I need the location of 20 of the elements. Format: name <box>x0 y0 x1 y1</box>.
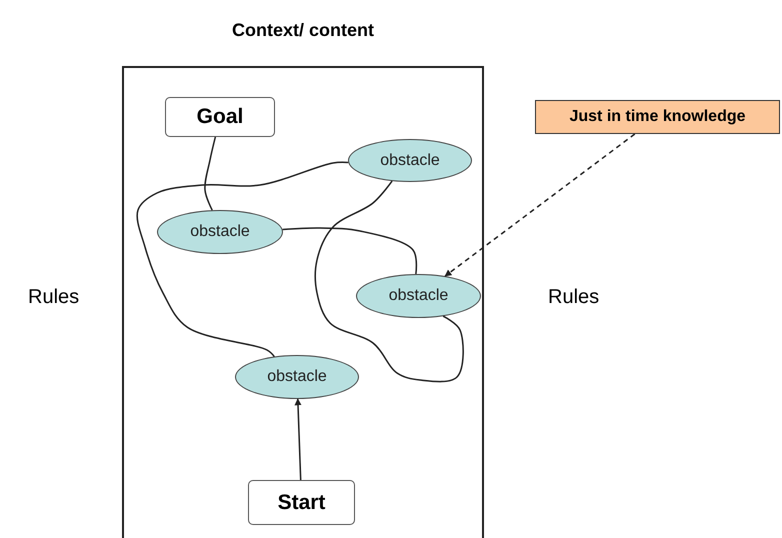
callout-box <box>535 100 780 134</box>
path-line <box>282 227 418 274</box>
path-line <box>314 180 464 382</box>
side-label: Rules <box>28 286 80 309</box>
dashed-arrow <box>444 133 636 277</box>
terminal-box <box>248 480 355 525</box>
node-label: obstacle <box>267 368 327 386</box>
node-label: obstacle <box>190 223 250 241</box>
node-label: obstacle <box>388 287 448 305</box>
path-line <box>136 162 348 358</box>
obstacle-ellipse <box>356 274 481 318</box>
arrow <box>294 398 302 480</box>
side-label: Rules <box>548 286 600 309</box>
node-label: obstacle <box>380 152 440 170</box>
node-label: Goal <box>196 105 244 129</box>
frame-heading: Context/ content <box>231 20 375 41</box>
node-label: Start <box>278 490 326 514</box>
terminal-box <box>165 97 275 137</box>
path-line <box>204 136 216 210</box>
callout-text: Just in time knowledge <box>569 108 746 126</box>
